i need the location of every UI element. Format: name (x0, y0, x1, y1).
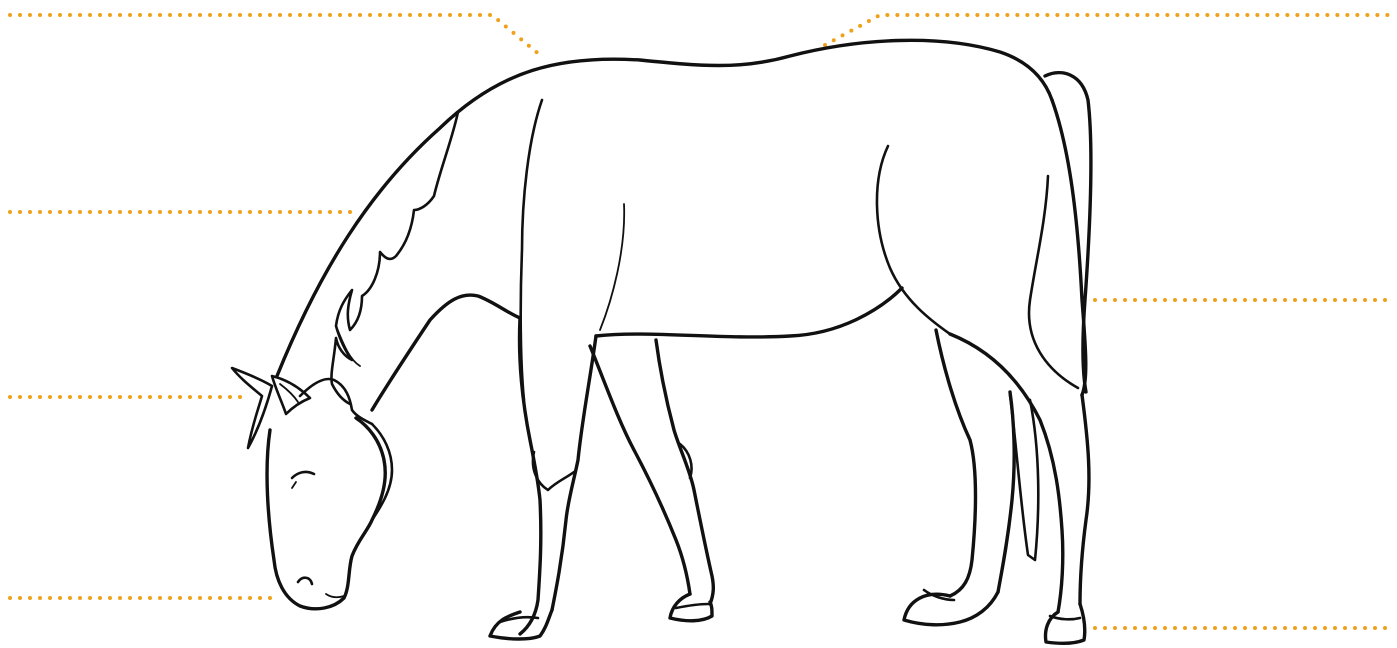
horse-front-leg-far (654, 338, 716, 606)
horse-mane-strand (335, 325, 361, 367)
horse-throat (370, 293, 522, 412)
horse-hind-hoof-far-line (922, 588, 956, 602)
horse-tail-inner (1027, 174, 1080, 390)
horse-front-hoof-near (488, 608, 554, 641)
horse-front-leg-near-back (550, 334, 598, 612)
horse-front-leg-far-back (588, 344, 692, 596)
horse-illustration (230, 38, 1093, 646)
horse-ear-right (270, 374, 312, 416)
horse-front-hoof-far (668, 592, 714, 623)
horse-forelock (298, 377, 374, 426)
horse-ear-inner (279, 383, 299, 403)
horse-head-front (265, 416, 387, 611)
horse-elbow-line (599, 203, 626, 331)
horse-eye (290, 470, 316, 480)
horse-hind-hoof-near (1043, 602, 1087, 646)
leader-line-top-right (823, 13, 1392, 47)
horse-jaw (370, 422, 394, 522)
horse-hind-leg-near-front (948, 332, 1065, 614)
horse-eyelash (291, 481, 297, 489)
leader-line-top-left (8, 13, 542, 57)
horse-front-hoof-far-line (674, 602, 710, 610)
horse-nostril (296, 576, 314, 586)
horse-back-outline (275, 38, 1054, 378)
horse-front-leg-near (517, 316, 543, 636)
horse-hind-hoof-near-line (1048, 614, 1082, 621)
horse-hind-leg-near (1078, 393, 1091, 606)
horse-mouth (325, 593, 345, 599)
horse-front-hoof-near-line (498, 615, 540, 624)
horse-tail (1043, 71, 1093, 394)
horse-flank (875, 144, 952, 336)
horse-hind-leg-far (934, 328, 978, 598)
horse-hind-leg-far-back (996, 390, 1016, 594)
horse-hind-hoof-far (902, 590, 1000, 627)
horse-front-knee (531, 450, 576, 492)
horse-mane (330, 110, 460, 406)
leader-lines (8, 13, 1392, 630)
horse-belly (594, 286, 904, 339)
horse-shoulder (519, 98, 544, 402)
horse-front-fetlock-far (678, 442, 693, 480)
horse-rump-outline (1050, 98, 1088, 397)
horse-ear-left (230, 366, 274, 450)
